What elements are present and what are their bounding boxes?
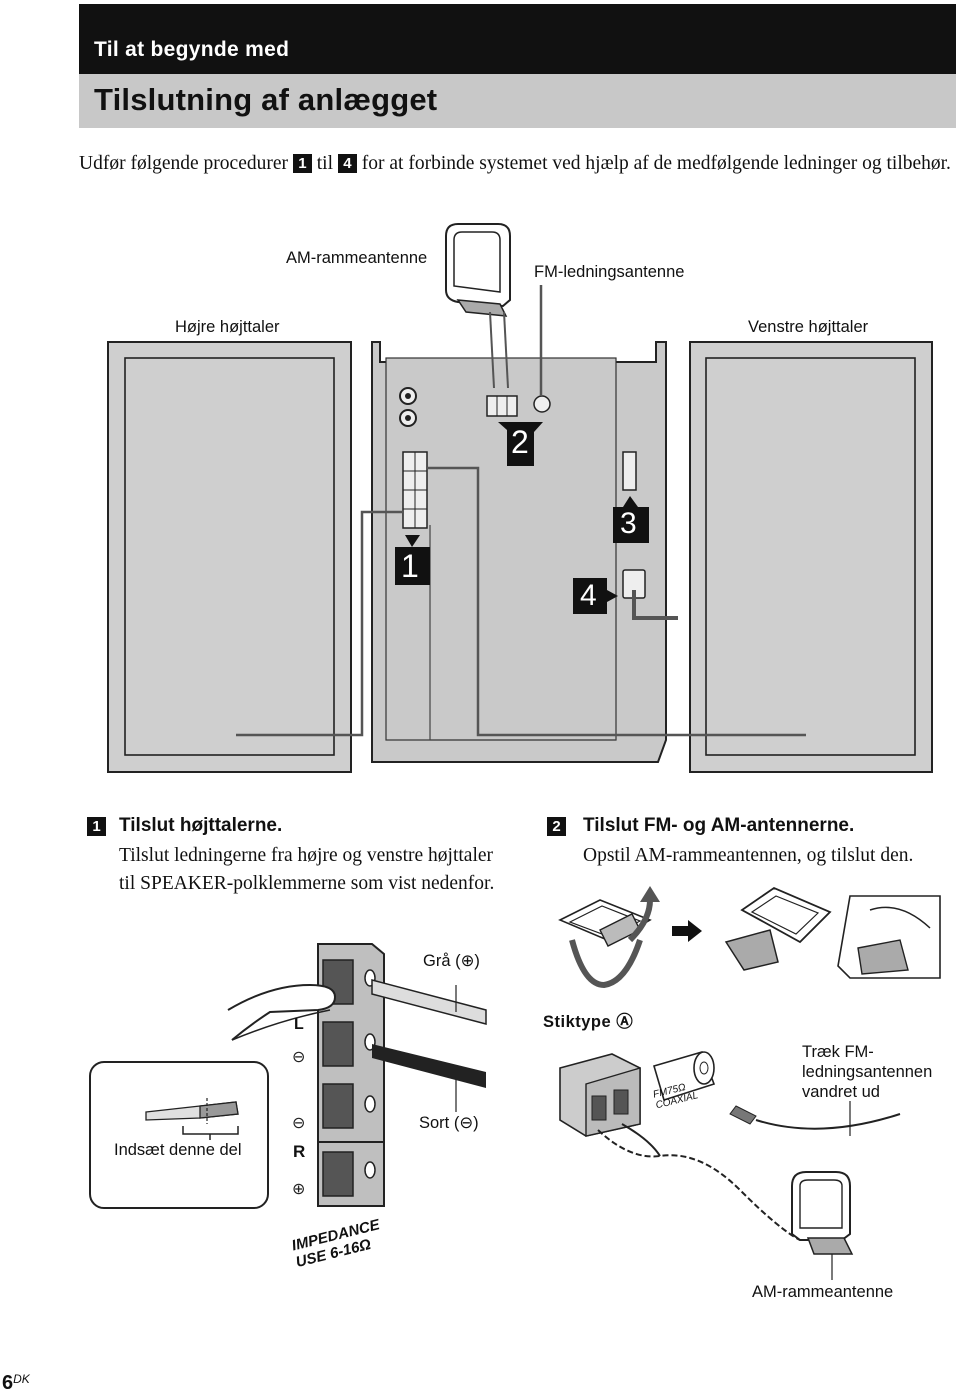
step1-body: Tilslut ledningerne fra højre og venstre… <box>119 845 495 894</box>
step1-badge: 1 <box>87 817 106 836</box>
intro-step-badge-4: 4 <box>337 154 357 173</box>
terminal-r-label: R <box>293 1142 306 1161</box>
callout-badges <box>395 422 649 614</box>
page-number-suffix: DK <box>13 1372 30 1386</box>
step2-heading: Tilslut FM- og AM-antennerne. <box>583 815 855 836</box>
right-speaker <box>107 341 352 773</box>
left-speaker-label: Venstre højttaler <box>748 318 869 336</box>
svg-text:⊕: ⊕ <box>292 1179 305 1198</box>
fm-antenna-label: FM-ledningsantenne <box>534 263 685 281</box>
svg-text:⊖: ⊖ <box>292 1113 305 1132</box>
black-wire-label: Sort (⊖) <box>419 1114 479 1132</box>
step2-body: Opstil AM-rammeantennen, og tilslut den. <box>583 845 914 866</box>
callout-1: 1 <box>401 548 419 584</box>
step1-heading: Tilslut højttalerne. <box>119 815 283 836</box>
section-title: Til at begynde med <box>94 38 290 61</box>
terminal-l-label: L <box>294 1016 304 1033</box>
step1-badge-wrap: 1 <box>87 817 106 837</box>
page-title: Tilslutning af anlægget <box>94 82 438 117</box>
intro-paragraph: Udfør følgende procedurer 1 til 4 for at… <box>79 150 959 178</box>
title-bar <box>79 74 956 128</box>
page-number: 6DK <box>2 1372 30 1395</box>
plug-type-label: Stiktype Ⓐ <box>543 1013 634 1031</box>
intro-text-2: for at forbinde systemet ved hjælp af de… <box>361 153 951 174</box>
am-antenna-label: AM-rammeantenne <box>286 249 428 267</box>
callout-2: 2 <box>511 424 529 460</box>
callout-4: 4 <box>580 579 597 612</box>
gray-wire-label: Grå (⊕) <box>423 952 480 970</box>
insert-part-label: Indsæt denne del <box>114 1141 242 1159</box>
intro-text-1: Udfør følgende procedurer <box>79 153 288 174</box>
fm-pull-label: Træk FM-ledningsantennen vandret ud <box>802 1043 933 1101</box>
left-speaker <box>689 341 933 773</box>
intro-text-mid: til <box>316 153 334 174</box>
right-speaker-label: Højre højttaler <box>175 318 280 336</box>
page-number-value: 6 <box>2 1372 14 1394</box>
step2-badge-wrap: 2 <box>547 817 566 837</box>
intro-step-badge-1: 1 <box>292 154 312 173</box>
header-bar <box>79 4 956 74</box>
svg-text:⊖: ⊖ <box>292 1047 305 1066</box>
step2-badge: 2 <box>547 817 566 836</box>
am-antenna-top <box>445 223 511 389</box>
am-antenna-bottom-label: AM-rammeantenne <box>752 1283 894 1301</box>
callout-3: 3 <box>620 507 637 540</box>
